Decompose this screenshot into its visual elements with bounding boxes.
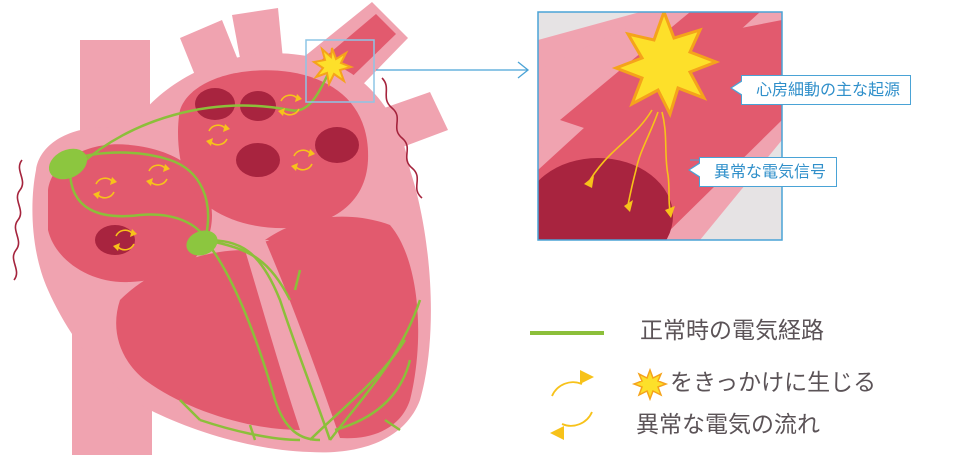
zoom-panel xyxy=(523,12,782,274)
opening-la-1 xyxy=(195,88,235,120)
tremor-line-left xyxy=(13,160,22,280)
origin-label: 心房細動の主な起源 xyxy=(741,75,911,105)
opening-la-4 xyxy=(315,127,359,163)
legend-abnormal-flow-line2: 異常な電気の流れ xyxy=(636,414,820,437)
signal-label: 異常な電気信号 xyxy=(699,157,837,187)
opening-ra xyxy=(95,225,135,255)
legend-normal-path-label: 正常時の電気経路 xyxy=(640,320,824,343)
legend-abnormal-flow-line1: をきっかけに生じる xyxy=(670,372,876,395)
legend-spark-icon xyxy=(634,370,666,399)
circular-arrows-icon xyxy=(552,382,592,426)
opening-la-3 xyxy=(236,143,280,177)
